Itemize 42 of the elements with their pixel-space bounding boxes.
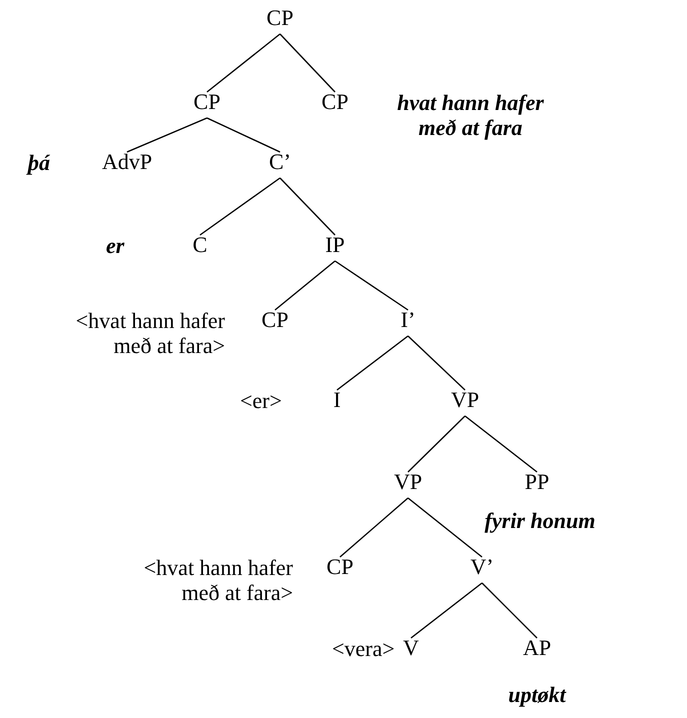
category-label: VP [450, 388, 480, 412]
category-label: CP [266, 6, 294, 30]
category-label: CP [194, 90, 220, 114]
word-label: hvat hann hafer með at fara [396, 90, 545, 140]
tree-branch [408, 498, 482, 558]
tree-branch [274, 260, 336, 310]
tree-branch [464, 415, 538, 473]
word-label: fyrir honum [484, 508, 596, 533]
word-label: uptøkt [507, 682, 568, 707]
tree-branch [126, 117, 208, 153]
category-label: CP [322, 90, 348, 114]
word-label: er [106, 233, 126, 258]
category-label: C’ [269, 150, 291, 174]
category-label: I [333, 388, 341, 412]
word-label: <hvat hann hafer með at fara> [74, 308, 225, 358]
tree-branch [334, 260, 408, 311]
word-label: <vera> [332, 636, 396, 661]
category-label: I’ [400, 308, 416, 332]
tree-branch [482, 582, 538, 638]
word-label: þá [28, 150, 51, 175]
category-label: PP [524, 470, 550, 494]
tree-branch [408, 416, 466, 472]
tree-branch [200, 177, 280, 236]
tree-branch [340, 498, 408, 558]
word-label: <er> [240, 388, 283, 413]
tree-branch [280, 34, 336, 92]
category-label: CP [262, 308, 288, 332]
word-label: <hvat hann hafer með at fara> [142, 555, 293, 605]
category-label: C [192, 233, 208, 257]
category-label: VP [394, 470, 422, 494]
category-label: IP [325, 233, 345, 257]
tree-branch [410, 582, 482, 639]
category-label: CP [326, 555, 354, 579]
tree-branch [336, 335, 408, 391]
tree-branch [280, 178, 336, 236]
tree-branch [408, 336, 466, 390]
category-label: V [403, 636, 419, 660]
tree-branch [206, 34, 280, 92]
category-label: AP [522, 636, 552, 660]
tree-branch [206, 117, 280, 153]
category-label: AdvP [102, 150, 152, 174]
category-label: V’ [470, 555, 494, 579]
